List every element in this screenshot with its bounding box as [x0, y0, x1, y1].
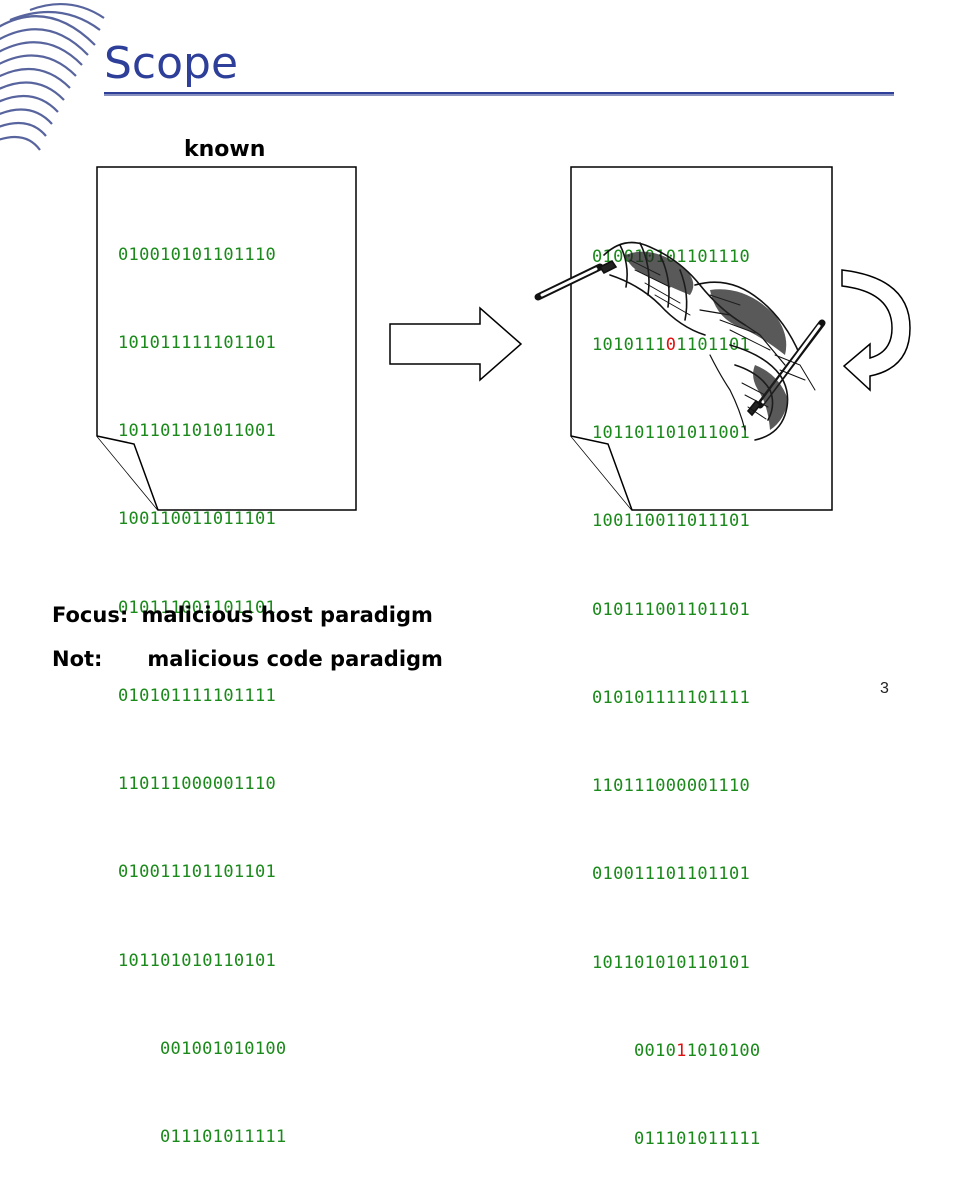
- left-document: [96, 166, 357, 511]
- code-line: 101011111101101: [118, 333, 277, 354]
- code-line-tampered: 001011010100: [634, 1040, 761, 1061]
- code-line: 010011101101101: [592, 864, 751, 885]
- code-line: 010101111101111: [592, 687, 751, 708]
- title-divider: [104, 92, 894, 96]
- code-line: 100110011011101: [592, 511, 751, 532]
- code-line: 101101010110101: [118, 950, 277, 971]
- tampered-bit: 1: [676, 1040, 687, 1061]
- focus-line: Focus: malicious host paradigm: [52, 603, 433, 627]
- focus-label: Focus:: [52, 603, 129, 627]
- curved-arrow-icon: [841, 269, 911, 392]
- fingerprint-icon: [0, 3, 105, 151]
- drawing-hands-icon: [534, 241, 826, 441]
- code-line: 101101101011001: [592, 423, 751, 444]
- tampered-bit: 0: [665, 335, 677, 356]
- code-line: 010111001101101: [592, 599, 751, 620]
- code-line: 010111001101101: [118, 597, 277, 618]
- code-line: 101101010110101: [592, 952, 751, 973]
- page-title: Scope: [104, 38, 239, 89]
- code-line: 010011101101101: [118, 862, 277, 883]
- code-line: 001001010100: [160, 1038, 287, 1059]
- not-text: malicious code paradigm: [147, 647, 443, 671]
- left-code-block: 010010101101110 101011111101101 10110110…: [118, 182, 286, 1182]
- code-line: 011101011111: [160, 1127, 287, 1147]
- code-line: 101101101011001: [118, 421, 277, 442]
- code-line-tampered: 101011101101101: [592, 335, 751, 356]
- focus-text: malicious host paradigm: [141, 603, 433, 627]
- right-arrow-icon: [389, 306, 523, 382]
- code-line: 010010101101110: [118, 244, 277, 265]
- code-line: 010101111101111: [118, 685, 277, 706]
- code-line: 110111000001110: [592, 776, 751, 797]
- code-line: 110111000001110: [118, 774, 277, 795]
- code-line: 011101011111: [634, 1129, 761, 1149]
- code-line: 100110011011101: [118, 509, 277, 530]
- known-label: known: [184, 137, 266, 162]
- not-line: Not: malicious code paradigm: [52, 647, 443, 671]
- not-label: Not:: [52, 647, 103, 671]
- page-number: 3: [880, 680, 889, 697]
